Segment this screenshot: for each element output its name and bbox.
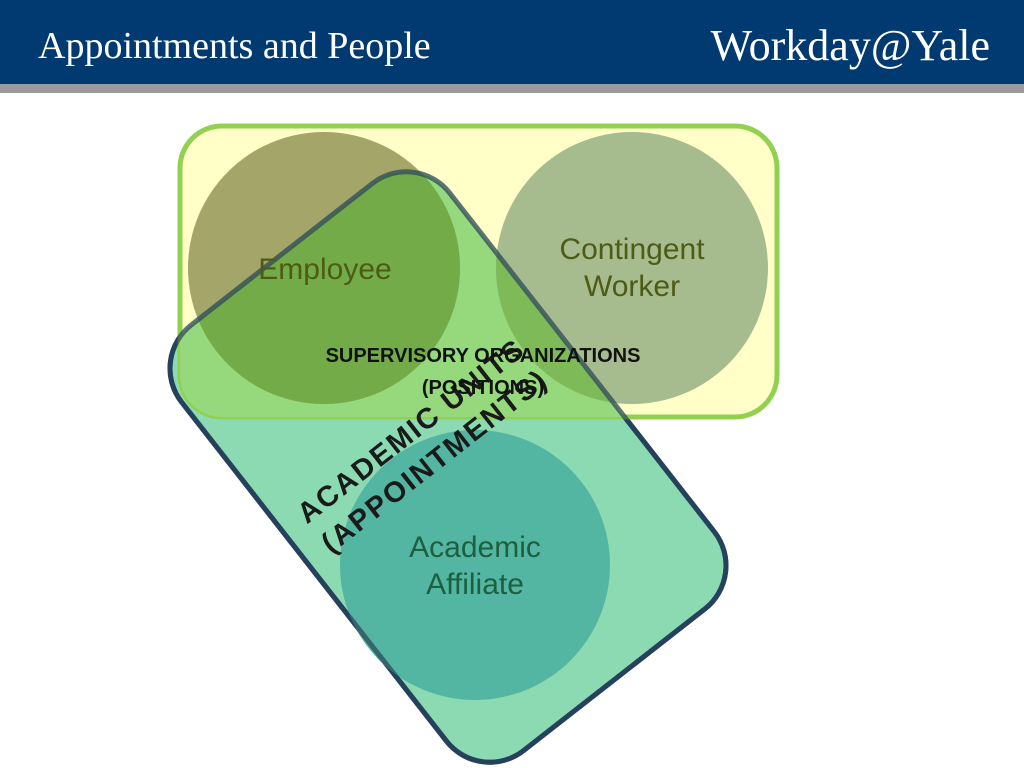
supervisory-organizations-label-line1: SUPERVISORY ORGANIZATIONS <box>326 345 641 367</box>
supervisory-organizations-label-line2: (POSITIONS) <box>422 377 544 399</box>
academic-units-outline <box>167 169 729 765</box>
employee-label: Employee <box>258 253 391 286</box>
academic-affiliate-circle <box>340 430 610 700</box>
academic-affiliate-label-line2: Affiliate <box>426 568 524 601</box>
brand-logo: Workday@Yale <box>710 21 990 70</box>
header-divider <box>0 84 1024 93</box>
page-title: Appointments and People <box>38 25 431 67</box>
contingent-worker-label-line2: Worker <box>584 270 680 303</box>
header-bar <box>0 0 1024 84</box>
academic-affiliate-label-line1: Academic <box>409 531 541 564</box>
contingent-worker-label-line1: Contingent <box>559 233 705 266</box>
